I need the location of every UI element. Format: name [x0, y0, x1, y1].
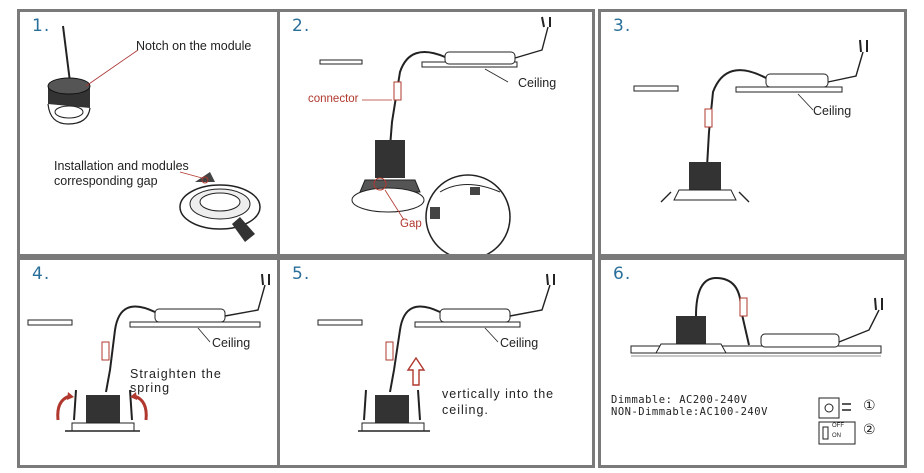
step-6-panel: 6. Dimmable: AC200-240V NON-Dimmable:AC1… [598, 257, 907, 468]
downlight-body [351, 140, 425, 213]
curved-arrow-icon [56, 394, 71, 421]
marker-2: ② [863, 422, 876, 438]
vertical-label-line1: vertically into the [442, 387, 555, 401]
ceiling-label: Ceiling [813, 104, 852, 118]
switch-icon [818, 421, 856, 445]
spring-label-line1: Straighten the [130, 367, 222, 381]
step-5-panel: 5. Ceiling vertically into the ceiling. [277, 257, 595, 468]
led-module [47, 77, 91, 125]
downlight-body [65, 389, 140, 432]
downlight-body [660, 162, 750, 203]
up-arrow-icon [406, 356, 426, 386]
gap-label: Gap [400, 218, 422, 230]
module-illustration [47, 25, 261, 242]
non-dimmable-label: NON-Dimmable:AC100-240V [611, 406, 768, 418]
ceiling-label: Ceiling [500, 336, 539, 350]
gap-label-line1: Installation and modules [54, 159, 189, 173]
ceiling-illustration [633, 39, 868, 203]
plug-icon [818, 397, 851, 419]
step-number: 2. [292, 16, 311, 36]
step-2-panel: 2. connector Ceiling Gap [277, 9, 595, 257]
wiring-illustration [630, 276, 883, 445]
step-3-panel: 3. Ceiling [598, 9, 907, 257]
vertical-label-line2: ceiling. [442, 403, 489, 417]
vertical-insert-illustration [317, 273, 555, 432]
step-1-panel: 1. Notch on the module Installation and … [17, 9, 305, 257]
spring-label-line2: spring [130, 381, 171, 395]
switch-off-label: OFF [832, 423, 844, 429]
dimmable-label: Dimmable: AC200-240V [611, 394, 748, 406]
marker-1: ① [863, 398, 876, 414]
switch-on-label: ON [832, 433, 841, 439]
connector-illustration [319, 16, 551, 254]
ring-housing [179, 172, 261, 242]
notch-label: Notch on the module [136, 39, 252, 53]
step-number: 4. [32, 264, 51, 284]
step-number: 5. [292, 264, 311, 284]
curved-arrow-icon [133, 394, 148, 421]
step-number: 6. [613, 264, 632, 284]
step-number: 1. [32, 16, 51, 36]
downlight-body [358, 389, 430, 432]
connector-label: connector [308, 93, 359, 105]
spring-illustration [27, 273, 270, 432]
gap-detail-circle [425, 174, 511, 254]
downlight-body [655, 316, 727, 354]
step-number: 3. [613, 16, 632, 36]
step-4-panel: 4. Ceiling Straighten the spring [17, 257, 305, 468]
ceiling-label: Ceiling [212, 336, 251, 350]
ceiling-label: Ceiling [518, 76, 557, 90]
gap-label-line2: corresponding gap [54, 174, 158, 188]
